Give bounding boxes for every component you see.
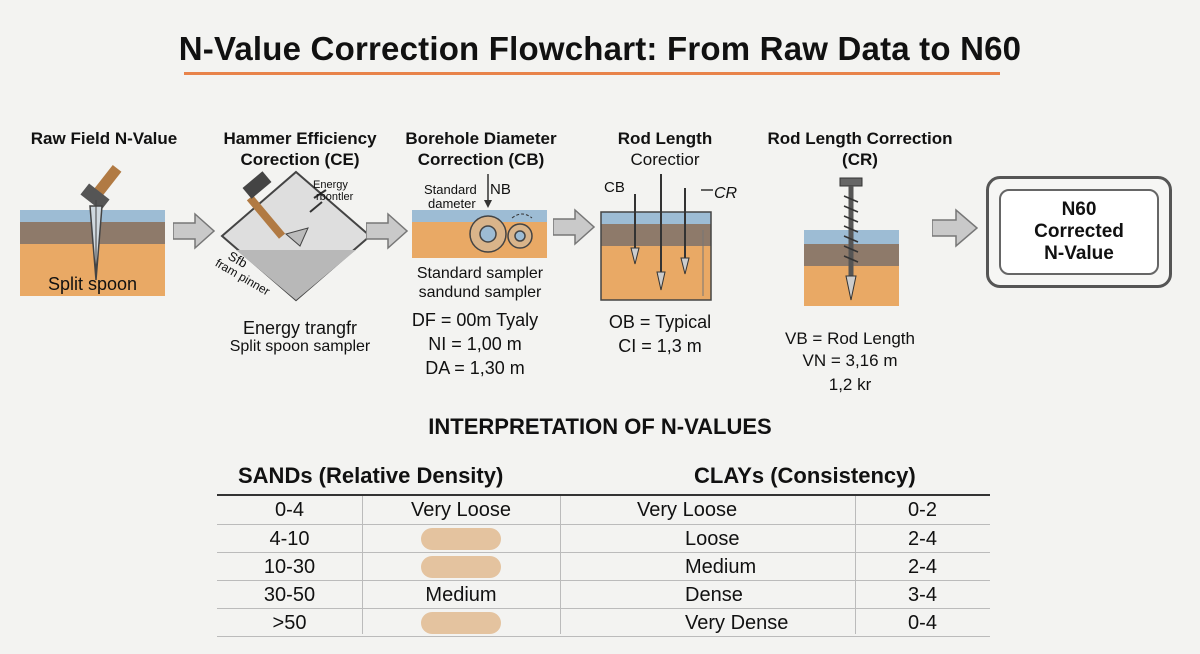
sands-header: SANDs (Relative Density) (238, 463, 504, 488)
borehole-eq-1: DF = 00m Tyaly (411, 310, 539, 330)
energy-label-2: rbontler (316, 191, 354, 203)
borehole-caption-1: Standard sampler (416, 265, 544, 282)
flow-arrow-1 (173, 212, 215, 250)
step-hammer-title-line1: Hammer Efficiency (223, 129, 377, 148)
energy-diamond-figure (220, 170, 372, 302)
table-row-rule (217, 580, 990, 581)
step-rodcorr-title-line2: (CR) (842, 150, 878, 169)
hammer-icon (242, 171, 286, 239)
flow-arrow-4 (932, 208, 978, 248)
clays-consistency: Dense (685, 584, 743, 606)
sands-range: 4-10 (269, 528, 310, 550)
clays-consistency: Very Loose (637, 499, 738, 521)
borehole-figure (412, 174, 547, 258)
step-raw-title-text: Raw Field N-Value (30, 129, 178, 148)
table-row-rule (217, 636, 990, 637)
rod-correction-figure (804, 177, 899, 306)
clays-consistency: Medium (685, 556, 757, 578)
result-line3: N-Value (1044, 243, 1114, 264)
table-col-divider (362, 496, 363, 634)
result-line2: Corrected (1034, 221, 1124, 242)
step-hammer-title-line2: Corection (CE) (240, 150, 360, 169)
rodcorr-eq-3: 1,2 kr (828, 375, 872, 394)
rodcorr-eq-2: VN = 3,16 m (802, 351, 898, 370)
clays-range: 2-4 (908, 528, 937, 550)
borehole-std-label-2: dameter (428, 196, 476, 211)
clays-range: 0-2 (908, 499, 937, 521)
sands-range: >50 (272, 612, 307, 634)
clays-range: 0-4 (908, 612, 937, 634)
sands-range: 0-4 (275, 499, 304, 521)
sands-density: Very Loose (410, 499, 512, 521)
flow-arrow-3 (553, 208, 595, 246)
step-borehole-title-line1: Borehole Diameter (405, 129, 557, 148)
result-line1: N60 (1061, 199, 1097, 220)
sands-density-placeholder (421, 556, 501, 578)
hammer-caption-2: Split spoon sampler (229, 338, 371, 355)
table-row-rule (217, 524, 990, 525)
rod-cr-label: CR (714, 185, 738, 202)
rod-figure (600, 174, 713, 301)
sands-range: 10-30 (263, 556, 316, 578)
raw-fig-label: Split spoon (47, 274, 138, 294)
energy-label-1: Energy (313, 179, 348, 191)
sands-density: Medium (425, 584, 497, 606)
raw-soil-figure (20, 164, 165, 296)
table-row-rule (217, 552, 990, 553)
page-title: N-Value Correction Flowchart: From Raw D… (178, 30, 1022, 67)
step-rodcorr-title: Rod Length Correction (CR) (750, 128, 970, 170)
sands-density-placeholder (421, 528, 501, 550)
n60-result-inner: N60 Corrected N-Value (999, 189, 1159, 275)
clays-consistency: Very Dense (685, 612, 789, 634)
hammer-icon (80, 164, 122, 211)
step-rod-title: Rod Length Corectior (590, 128, 740, 170)
rod-eq-1: OB = Typical (608, 312, 712, 332)
sands-range: 30-50 (263, 584, 316, 606)
rodcorr-eq-1: VB = Rod Length (785, 329, 915, 348)
flow-arrow-2 (366, 212, 408, 250)
step-rod-title-line2: Corectior (630, 150, 700, 169)
step-raw-title: Raw Field N-Value (14, 128, 194, 149)
interpretation-table: 0-4 Very Loose Very Loose 0-2 4-10 Loose… (217, 494, 990, 638)
table-top-rule (217, 494, 990, 496)
step-borehole-title-line2: Correction (CB) (417, 150, 545, 169)
interpretation-title: INTERPRETATION OF N-VALUES (428, 414, 772, 439)
borehole-caption-2: sandund sampler (418, 284, 542, 301)
title-underline (184, 72, 1000, 75)
step-rodcorr-title-line1: Rod Length Correction (767, 129, 953, 148)
table-col-divider (855, 496, 856, 634)
borehole-eq-2: NI = 1,00 m (428, 334, 522, 354)
table-row-rule (217, 608, 990, 609)
clays-range: 2-4 (908, 556, 937, 578)
sands-density-placeholder (421, 612, 501, 634)
rod-eq-2: CI = 1,3 m (618, 336, 702, 356)
borehole-eq-3: DA = 1,30 m (425, 358, 525, 378)
borehole-std-label-1: Standard (424, 182, 477, 197)
table-col-divider (560, 496, 561, 634)
step-rod-title-line1: Rod Length (617, 129, 713, 148)
rod-cb-label: CB (604, 179, 625, 196)
hammer-caption-1: Energy trangfr (242, 318, 358, 338)
clays-consistency: Loose (685, 528, 740, 550)
clays-range: 3-4 (908, 584, 937, 606)
step-hammer-title: Hammer Efficiency Corection (CE) (210, 128, 390, 170)
step-borehole-title: Borehole Diameter Correction (CB) (396, 128, 566, 170)
clays-header: CLAYs (Consistency) (694, 463, 916, 488)
borehole-nb-label: NB (490, 181, 511, 198)
n60-result-box: N60 Corrected N-Value (986, 176, 1172, 288)
